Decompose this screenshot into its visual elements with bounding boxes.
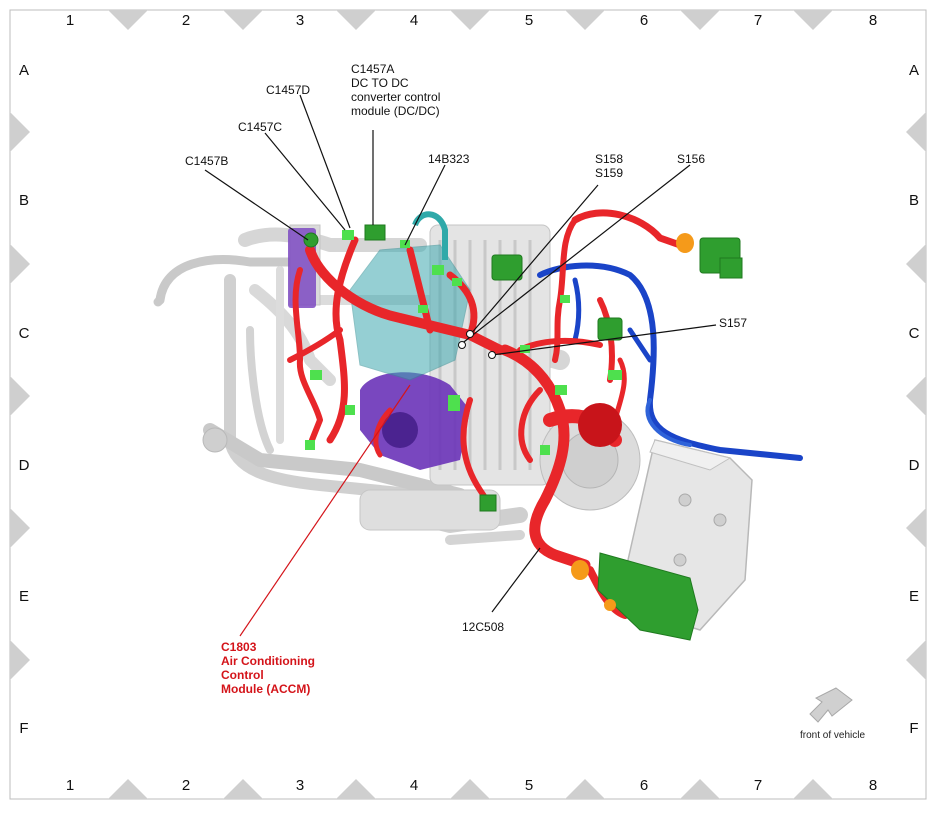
connectors bbox=[303, 224, 743, 641]
row-label-left: E bbox=[18, 588, 29, 605]
callout-c1457a: C1457A DC TO DC converter control module… bbox=[351, 62, 440, 118]
oil-pan bbox=[359, 489, 501, 531]
dcdc-teal-module bbox=[349, 244, 471, 381]
column-label-bottom: 4 bbox=[409, 777, 419, 794]
row-label-right: B bbox=[908, 192, 919, 209]
column-label-top: 2 bbox=[181, 12, 191, 29]
callout-12c508: 12C508 bbox=[462, 620, 505, 634]
callout-line: C1457A bbox=[351, 62, 395, 76]
callout-line: Module (ACCM) bbox=[221, 682, 311, 696]
callout-line: DC TO DC bbox=[351, 76, 409, 90]
row-label-right: A bbox=[908, 62, 919, 79]
callout-line: Air Conditioning bbox=[221, 654, 315, 668]
row-label-left: D bbox=[18, 457, 30, 474]
row-label-left: F bbox=[19, 720, 29, 737]
callout-14b323: 14B323 bbox=[428, 152, 470, 166]
callout-c1457b: C1457B bbox=[185, 154, 229, 168]
column-label-bottom: 1 bbox=[65, 777, 75, 794]
grid-markers bbox=[10, 10, 926, 799]
column-label-top: 4 bbox=[409, 12, 419, 29]
column-label-top: 7 bbox=[753, 12, 763, 29]
front-of-vehicle-arrow-icon bbox=[809, 687, 853, 723]
row-label-left: B bbox=[18, 192, 29, 209]
callout-c1457d: C1457D bbox=[266, 83, 311, 97]
accm-leader-line bbox=[239, 384, 411, 637]
column-label-bottom: 8 bbox=[868, 777, 878, 794]
row-label-left: C bbox=[18, 325, 30, 342]
row-label-right: F bbox=[909, 720, 919, 737]
callout-c1457c: C1457C bbox=[238, 120, 283, 134]
column-label-top: 6 bbox=[639, 12, 649, 29]
column-label-top: 5 bbox=[524, 12, 534, 29]
column-label-top: 3 bbox=[295, 12, 305, 29]
row-label-right: C bbox=[908, 325, 920, 342]
callout-s157: S157 bbox=[719, 316, 748, 330]
column-label-bottom: 5 bbox=[524, 777, 534, 794]
column-label-bottom: 7 bbox=[753, 777, 763, 794]
callout-s156: S156 bbox=[677, 152, 706, 166]
callout-line: S158 bbox=[595, 152, 624, 166]
callout-line: module (DC/DC) bbox=[351, 104, 440, 118]
callout-line: Control bbox=[221, 668, 264, 682]
column-label-bottom: 2 bbox=[181, 777, 191, 794]
leader-lines bbox=[204, 94, 717, 613]
callout-c1803-accm: C1803 Air Conditioning Control Module (A… bbox=[221, 640, 315, 696]
column-label-bottom: 3 bbox=[295, 777, 305, 794]
callout-line: C1803 bbox=[221, 640, 257, 654]
row-label-left: A bbox=[18, 62, 29, 79]
column-label-top: 8 bbox=[868, 12, 878, 29]
column-label-top: 1 bbox=[65, 12, 75, 29]
row-label-right: D bbox=[908, 457, 920, 474]
callout-line: S159 bbox=[595, 166, 624, 180]
front-of-vehicle-label: front of vehicle bbox=[800, 730, 866, 741]
callout-s158-s159: S158 S159 bbox=[595, 152, 623, 180]
row-label-right: E bbox=[908, 588, 919, 605]
callout-line: converter control bbox=[351, 90, 441, 104]
column-label-bottom: 6 bbox=[639, 777, 649, 794]
blue-harness bbox=[537, 262, 803, 461]
orange-connectors bbox=[571, 233, 694, 611]
